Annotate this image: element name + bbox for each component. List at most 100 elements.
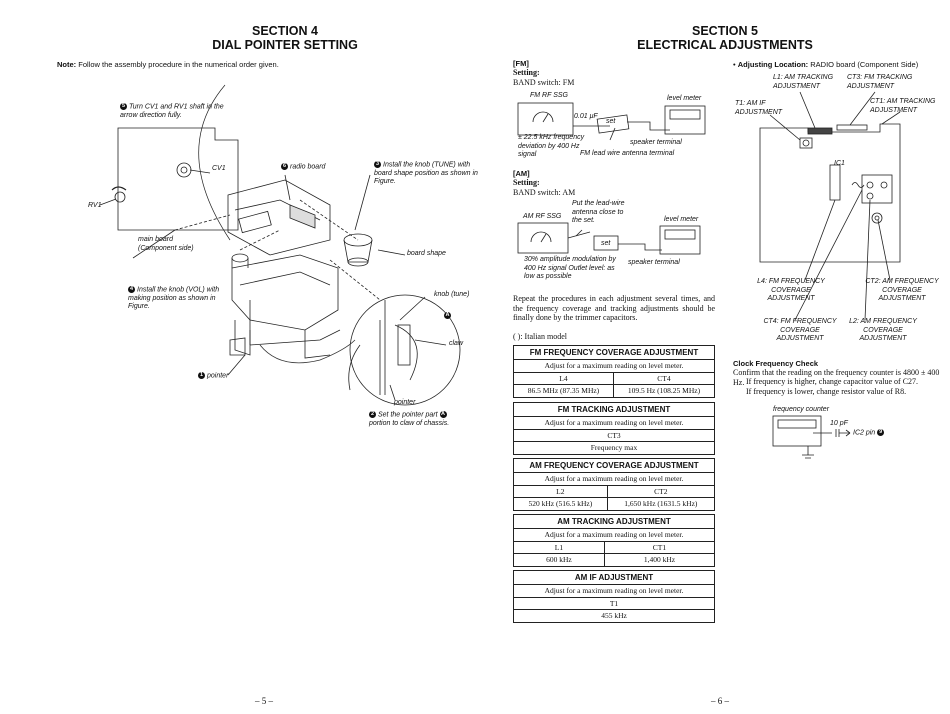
step2-ref-marker: A: [439, 411, 447, 418]
t1-callout: T1: AM IF ADJUSTMENT: [735, 100, 783, 116]
a-marker-badge: A: [444, 312, 451, 319]
ic2-pin-text: IC2 pin: [853, 429, 876, 437]
step2-text-b: portion to claw of chassis.: [369, 419, 450, 427]
step4-marker: 4: [128, 286, 135, 293]
claw-label: claw: [449, 340, 464, 347]
a-marker: A: [444, 312, 453, 321]
pointer-label-2: pointer: [394, 399, 416, 406]
table-header-cell: CT2: [606, 484, 716, 498]
section-number: SECTION 5: [692, 24, 758, 38]
section-title: DIAL POINTER SETTING: [212, 38, 358, 52]
note-label: Note:: [57, 60, 77, 69]
fm-set-label: set: [606, 118, 616, 125]
am-frequency-coverage-table: AM FREQUENCY COVERAGE ADJUSTMENT Adjust …: [513, 458, 716, 511]
fm-setup: [FM] Setting: BAND switch: FM: [513, 59, 574, 87]
fm-heading: [FM]: [513, 59, 529, 68]
am-tracking-table: AM TRACKING ADJUSTMENT Adjust for a maxi…: [513, 514, 716, 567]
ic1-label: IC1: [834, 160, 845, 167]
l2-callout: L2: AM FREQUENCY COVERAGE ADJUSTMENT: [849, 318, 917, 342]
ct2-callout: CT2: AM FREQUENCY COVERAGE ADJUSTMENT: [865, 278, 939, 302]
am-heading: [AM]: [513, 169, 530, 178]
clock-check-line-1: Confirm that the reading on the frequenc…: [733, 368, 940, 387]
radio-board-label: radio board: [290, 163, 326, 171]
l4-callout: L4: FM FREQUENCY COVERAGE ADJUSTMENT: [757, 278, 825, 302]
step2-text-a: Set the pointer part: [378, 411, 438, 419]
italian-model-note: ( ): Italian model: [513, 332, 567, 341]
table-value-cell: 600 kHz: [513, 553, 605, 567]
fm-ssg-label: FM RF SSG: [530, 92, 568, 99]
fm-deviation-label: ± 22.5 kHz frequency deviation by 400 Hz…: [518, 134, 585, 158]
table-header-cell: CT4: [612, 371, 716, 385]
am-setup: [AM] Setting: BAND switch: AM: [513, 169, 575, 197]
table-value-cell: Frequency max: [513, 441, 715, 455]
table-header-cell: T1: [513, 596, 715, 610]
page-number-5: – 5 –: [255, 696, 273, 706]
note-line: Note: Follow the assembly procedure in t…: [57, 60, 279, 69]
table-value-cell: 455 kHz: [513, 609, 715, 623]
table-value-cell: 86.5 MHz (87.35 MHz): [513, 384, 614, 398]
ct3-callout: CT3: FM TRACKING ADJUSTMENT: [847, 74, 913, 90]
note-text: Follow the assembly procedure in the num…: [78, 60, 279, 69]
pointer-label-1: pointer: [207, 372, 229, 380]
section-number: SECTION 4: [252, 24, 318, 38]
table-instruction: Adjust for a maximum reading on level me…: [513, 472, 715, 486]
fm-setting-label: Setting:: [513, 68, 540, 77]
table-value-cell: 520 kHz (516.5 kHz): [513, 497, 608, 511]
step3-marker: 3: [374, 161, 381, 168]
step5-text: Turn CV1 and RV1 shaft in the arrow dire…: [120, 103, 224, 119]
section-title: ELECTRICAL ADJUSTMENTS: [637, 38, 813, 52]
am-ssg-label: AM RF SSG: [523, 213, 562, 220]
ct1-callout: CT1: AM TRACKING ADJUSTMENT: [870, 98, 936, 114]
section-5-heading: SECTION 5 ELECTRICAL ADJUSTMENTS: [610, 24, 840, 52]
table-value-cell: 1,400 kHz: [603, 553, 716, 567]
l1-callout: L1: AM TRACKING ADJUSTMENT: [773, 74, 834, 90]
table-title: FM FREQUENCY COVERAGE ADJUSTMENT: [513, 345, 715, 360]
am-setting-label: Setting:: [513, 178, 540, 187]
table-title: AM IF ADJUSTMENT: [513, 570, 715, 585]
table-header-cell: CT3: [513, 428, 715, 442]
step4-text: Install the knob (VOL) with making posit…: [128, 286, 220, 311]
rv1-label: RV1: [88, 202, 102, 209]
table-header-cell: L2: [513, 484, 608, 498]
cv1-label: CV1: [212, 165, 226, 172]
pin-number-badge: 9: [877, 429, 885, 436]
section-4-heading: SECTION 4 DIAL POINTER SETTING: [170, 24, 400, 52]
table-header-cell: CT1: [603, 540, 716, 554]
page-number-6: – 6 –: [711, 696, 729, 706]
step6-marker: 6: [281, 163, 288, 170]
fm-frequency-coverage-table: FM FREQUENCY COVERAGE ADJUSTMENT Adjust …: [513, 345, 716, 398]
table-instruction: Adjust for a maximum reading on level me…: [513, 528, 715, 542]
knob-tune-label: knob (tune): [434, 291, 470, 298]
am-antenna-note: Put the lead-wire antenna close to the s…: [572, 200, 625, 224]
adjusting-location-line: • Adjusting Location: RADIO board (Compo…: [733, 60, 918, 69]
ic2-pin-label: IC2 pin 9: [853, 429, 886, 438]
fm-band-switch: BAND switch: FM: [513, 77, 575, 87]
table-title: FM TRACKING ADJUSTMENT: [513, 402, 715, 417]
am-meter-label: level meter: [664, 216, 699, 223]
main-board-label: main board (Component side): [138, 236, 194, 252]
bullet: •: [733, 60, 736, 69]
fm-antenna-label: FM lead wire antenna terminal: [580, 150, 675, 157]
table-header-cell: L1: [513, 540, 605, 554]
table-header-cell: L4: [513, 371, 614, 385]
step5-marker: 5: [120, 103, 127, 110]
step1-marker: 1: [198, 372, 205, 379]
frequency-counter-label: frequency counter: [773, 406, 830, 413]
am-if-table: AM IF ADJUSTMENT Adjust for a maximum re…: [513, 570, 715, 623]
fm-meter-label: level meter: [667, 95, 702, 102]
table-title: AM FREQUENCY COVERAGE ADJUSTMENT: [513, 458, 715, 473]
clock-cap-label: 10 pF: [830, 420, 848, 427]
fm-speaker-label: speaker terminal: [630, 139, 682, 146]
fm-cap-label: 0.01 μF: [574, 113, 598, 120]
ct4-callout: CT4: FM FREQUENCY COVERAGE ADJUSTMENT: [763, 318, 837, 342]
fm-tracking-table: FM TRACKING ADJUSTMENT Adjust for a maxi…: [513, 402, 715, 455]
step2-marker: 2: [369, 411, 376, 418]
am-modulation-label: 30% amplitude modulation by 400 Hz signa…: [524, 256, 616, 280]
table-title: AM TRACKING ADJUSTMENT: [513, 514, 715, 529]
clock-check-line-3: If frequency is lower, change resistor v…: [746, 387, 907, 396]
